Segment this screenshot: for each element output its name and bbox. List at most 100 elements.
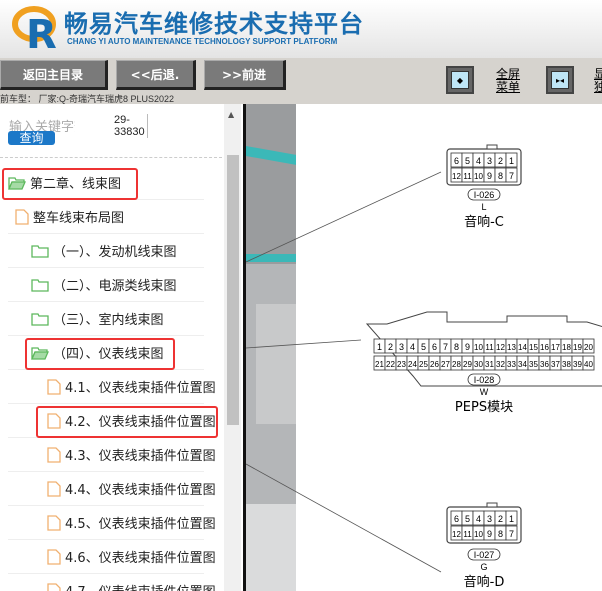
pin-number: 18 (562, 343, 571, 352)
file-icon (47, 582, 61, 591)
tree-item-label: 整车线束布局图 (33, 211, 125, 226)
pin-number: 4 (476, 156, 481, 166)
pin-number: 13 (507, 343, 516, 352)
pin-number: 23 (397, 360, 406, 369)
pin-cell (505, 510, 518, 526)
pin-number: 15 (529, 343, 538, 352)
tree-item-label: （一）、发动机线束图 (53, 245, 177, 260)
scrollbar-thumb[interactable] (227, 155, 239, 425)
code-display: 29-33830 (114, 114, 148, 138)
header: R 畅易汽车维修技术支持平台 CHANG YI AUTO MAINTENANCE… (0, 0, 602, 58)
pin-cell (582, 338, 595, 354)
vehicle-info: 前车型： 厂家:Q-奇瑞汽车瑞虎8 PLUS2022 (0, 94, 175, 104)
folder-icon (31, 312, 49, 326)
divider (0, 157, 222, 158)
pin-number: 6 (454, 514, 459, 524)
pin-number: 36 (540, 360, 549, 369)
pin-number: 12 (452, 530, 461, 539)
pin-number: 7 (509, 529, 514, 539)
pin-number: 38 (562, 360, 571, 369)
connector-id: I-026 (474, 190, 495, 200)
pin-number: 2 (498, 514, 503, 524)
pin-number: 7 (443, 342, 448, 352)
highlight-box (25, 338, 175, 370)
file-icon (47, 378, 61, 395)
pin-number: 10 (474, 172, 483, 181)
toolbar: 返回主目录 <<后退. >>前进 ◆ 全屏菜单 ▸◂ 显独 前车型： 厂家:Q-… (0, 58, 602, 104)
forward-button[interactable]: >>前进 (204, 60, 286, 90)
tree-item[interactable]: 4.7、仪表线束插件位置图 (8, 574, 216, 591)
pin-cell (505, 167, 518, 183)
tree-item[interactable]: 4.5、仪表线束插件位置图 (8, 506, 216, 540)
pin-number: 3 (487, 514, 492, 524)
home-button[interactable]: 返回主目录 (0, 60, 108, 90)
connector-color: L (481, 202, 486, 212)
svg-text:R: R (26, 12, 57, 52)
logo: R (12, 6, 57, 52)
pin-number: 2 (498, 156, 503, 166)
scroll-up-icon[interactable]: ▲ (228, 110, 235, 119)
tree-item[interactable]: （二）、电源类线束图 (8, 268, 204, 302)
tree-item-label: 4.5、仪表线束插件位置图 (65, 517, 216, 532)
tree-item[interactable]: （一）、发动机线束图 (8, 234, 204, 268)
pin-number: 31 (485, 360, 494, 369)
pin-number: 26 (430, 360, 439, 369)
pin-number: 8 (498, 529, 503, 539)
pin-number: 39 (573, 360, 582, 369)
tree-item[interactable]: 4.1、仪表线束插件位置图 (8, 370, 216, 404)
split-icon: ▸◂ (551, 71, 569, 89)
tree-item-label: 4.7、仪表线束插件位置图 (65, 581, 216, 591)
pin-number: 2 (388, 342, 393, 352)
pin-number: 21 (375, 360, 384, 369)
photo-strip (246, 104, 296, 591)
file-icon (15, 208, 29, 225)
split-link[interactable]: 显独 (594, 68, 602, 94)
tree-item[interactable]: 4.6、仪表线束插件位置图 (8, 540, 216, 574)
fullscreen-label-2: 菜单 (496, 80, 521, 94)
file-icon (47, 446, 61, 463)
app-title: 畅易汽车维修技术支持平台 (64, 10, 364, 38)
tree-item[interactable]: 4.3、仪表线束插件位置图 (8, 438, 216, 472)
pin-number: 11 (463, 530, 472, 539)
pin-number: 6 (432, 342, 437, 352)
connector-name: PEPS模块 (455, 400, 513, 415)
back-button[interactable]: <<后退. (116, 60, 196, 90)
connector-id: I-027 (474, 550, 495, 560)
tree-item-label: 4.2、仪表线束插件位置图 (65, 415, 216, 430)
code-line-2: 33830 (114, 126, 145, 138)
pin-number: 5 (421, 342, 426, 352)
pin-number: 35 (529, 360, 538, 369)
fullscreen-menu-link[interactable]: 全屏菜单 (496, 68, 520, 94)
tree-item[interactable]: 4.2、仪表线束插件位置图 (8, 404, 216, 438)
tree-item[interactable]: （三）、室内线束图 (8, 302, 204, 336)
pin-number: 16 (540, 343, 549, 352)
pin-number: 40 (584, 360, 593, 369)
highlight-box (2, 168, 138, 200)
search-button[interactable]: 查询 (8, 131, 55, 145)
pin-number: 14 (518, 343, 527, 352)
pin-number: 9 (487, 171, 492, 181)
pin-number: 25 (419, 360, 428, 369)
tree-item-label: （四）、仪表线束图 (53, 347, 164, 362)
split-button[interactable]: ▸◂ (546, 66, 574, 94)
file-icon (47, 480, 61, 497)
file-icon (47, 548, 61, 565)
pin-number: 11 (463, 172, 472, 181)
pin-number: 5 (465, 156, 470, 166)
tree-item[interactable]: 4.4、仪表线束插件位置图 (8, 472, 216, 506)
pin-number: 33 (507, 360, 516, 369)
pin-number: 12 (496, 343, 505, 352)
tree-item[interactable]: （四）、仪表线束图 (8, 336, 204, 370)
fullscreen-button[interactable]: ◆ (446, 66, 474, 94)
pin-number: 34 (518, 360, 527, 369)
tree-item[interactable]: 整车线束布局图 (8, 200, 204, 234)
pin-number: 4 (476, 514, 481, 524)
pin-number: 37 (551, 360, 560, 369)
pane-divider[interactable] (243, 104, 246, 591)
pin-number: 9 (487, 529, 492, 539)
pin-number: 8 (498, 171, 503, 181)
pin-number: 10 (474, 343, 483, 352)
connector-id: I-028 (474, 375, 495, 385)
